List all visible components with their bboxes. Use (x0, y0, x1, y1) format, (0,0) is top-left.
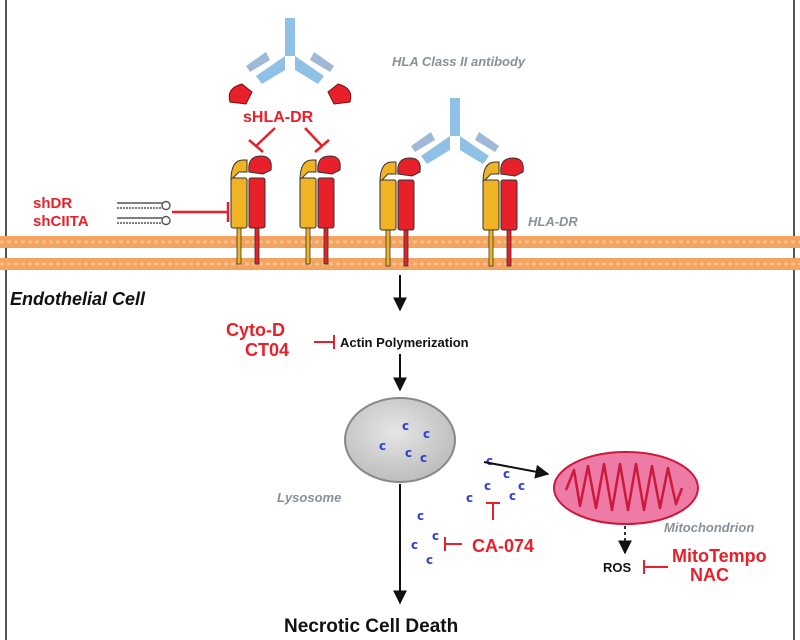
hla-dr-label: HLA-DR (528, 214, 578, 229)
svg-text:c: c (518, 479, 525, 493)
lysosome-label: Lysosome (277, 490, 341, 505)
cell-membrane (0, 236, 800, 270)
shla-dr-label: sHLA-DR (243, 109, 314, 126)
svg-text:c: c (417, 509, 424, 523)
cyto-d-label: Cyto-D (226, 320, 285, 340)
cathepsin-particles: c c c c c c c c c c c c c c c (379, 419, 525, 567)
svg-text:c: c (484, 479, 491, 493)
arrow-to-mitochondrion (483, 461, 550, 479)
ct04-label: CT04 (245, 340, 289, 360)
antibody-top (228, 18, 352, 105)
ca074-inhibition (444, 502, 500, 551)
nac-label: NAC (690, 565, 729, 585)
ca074-label: CA-074 (472, 536, 534, 556)
svg-text:c: c (420, 451, 427, 465)
svg-text:c: c (426, 553, 433, 567)
mitochondrion-label: Mitochondrion (664, 520, 754, 535)
endothelial-cell-label: Endothelial Cell (10, 289, 146, 309)
svg-text:c: c (509, 489, 516, 503)
svg-text:c: c (411, 538, 418, 552)
svg-text:c: c (423, 427, 430, 441)
shciita-label: shCIITA (33, 213, 89, 230)
frame (5, 0, 795, 640)
lysosome (344, 397, 456, 483)
cyto-d-inhibition (314, 335, 335, 349)
hla-dr-receptor-4 (482, 157, 524, 267)
ros-inhibition (643, 560, 668, 574)
svg-text:c: c (405, 446, 412, 460)
hla-dr-receptor-3 (379, 157, 421, 267)
mitotempo-label: MitoTempo (672, 546, 767, 566)
shdr-label: shDR (33, 195, 72, 212)
mitochondrion (553, 451, 699, 525)
shrna-inhibition (172, 202, 230, 222)
antibody-bound (411, 98, 499, 164)
ros-label: ROS (603, 560, 632, 575)
svg-text:c: c (503, 467, 510, 481)
necrotic-cell-death-label: Necrotic Cell Death (284, 616, 458, 637)
svg-text:c: c (486, 454, 493, 468)
shla-dr-inhibition (248, 127, 330, 153)
svg-text:c: c (402, 419, 409, 433)
antibody-label: HLA Class II antibody (392, 54, 526, 69)
svg-text:c: c (379, 439, 386, 453)
svg-text:c: c (466, 491, 473, 505)
shrna-hairpins (117, 200, 171, 226)
actin-polymerization-label: Actin Polymerization (340, 335, 469, 350)
svg-text:c: c (432, 529, 439, 543)
